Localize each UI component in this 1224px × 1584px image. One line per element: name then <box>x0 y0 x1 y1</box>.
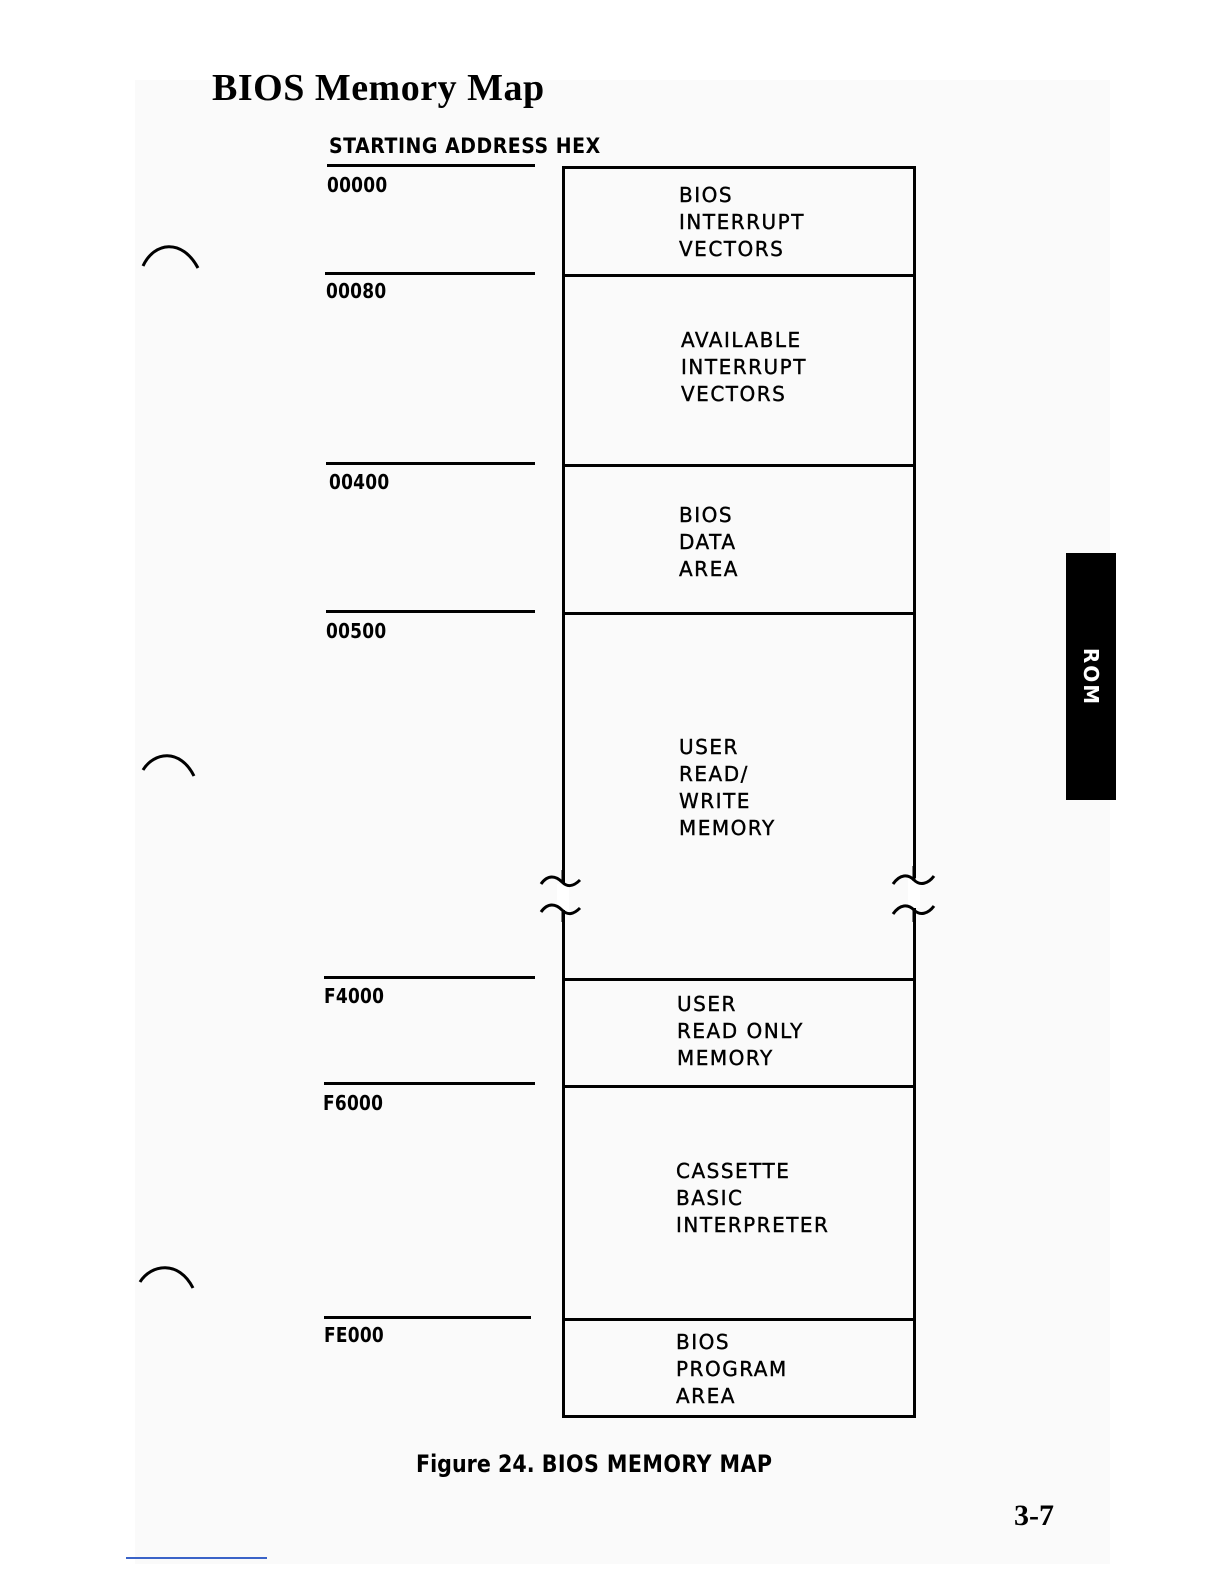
region-user-read-only-memory: USER READ ONLY MEMORY <box>565 978 913 1088</box>
region-label-line: BASIC <box>676 1185 829 1212</box>
region-label-line: MEMORY <box>677 1045 804 1072</box>
section-tab-rom: ROM <box>1066 553 1116 800</box>
region-label: AVAILABLE INTERRUPT VECTORS <box>681 327 807 408</box>
region-label-line: READ ONLY <box>677 1018 804 1045</box>
region-label-line: CASSETTE <box>676 1158 829 1185</box>
region-label-line: INTERRUPT <box>681 354 807 381</box>
page-title: BIOS Memory Map <box>212 66 545 110</box>
region-label-line: AVAILABLE <box>681 327 807 354</box>
region-label-line: DATA <box>679 529 739 556</box>
address-label-fe000: FE000 <box>324 1323 384 1347</box>
region-label-line: USER <box>677 991 804 1018</box>
region-label-line: PROGRAM <box>676 1356 788 1383</box>
region-cassette-basic-interpreter: CASSETTE BASIC INTERPRETER <box>565 1085 913 1321</box>
region-label: BIOS INTERRUPT VECTORS <box>679 182 805 263</box>
region-label: USER READ/ WRITE MEMORY <box>679 734 776 842</box>
region-bios-data-area: BIOS DATA AREA <box>565 464 913 615</box>
region-label: USER READ ONLY MEMORY <box>677 991 804 1072</box>
region-label-line: USER <box>679 734 776 761</box>
footer-line <box>126 1557 267 1559</box>
break-mark-right-icon <box>890 866 938 922</box>
region-label-line: VECTORS <box>681 381 807 408</box>
address-label-f4000: F4000 <box>324 984 384 1008</box>
region-user-read-write-memory: USER READ/ WRITE MEMORY <box>565 612 913 981</box>
region-label-line: AREA <box>679 556 739 583</box>
break-mark-left-icon <box>538 870 586 922</box>
address-rule-00500 <box>326 610 535 613</box>
section-tab-label: ROM <box>1079 647 1103 705</box>
region-label-line: BIOS <box>679 182 805 209</box>
address-label-00500: 00500 <box>326 619 386 643</box>
region-label: CASSETTE BASIC INTERPRETER <box>676 1158 829 1239</box>
region-label-line: WRITE <box>679 788 776 815</box>
address-rule-f6000 <box>324 1082 535 1085</box>
region-label-line: AREA <box>676 1383 788 1410</box>
region-label-line: BIOS <box>679 502 739 529</box>
region-label-line: MEMORY <box>679 815 776 842</box>
figure-caption-number: Figure 24. <box>416 1450 535 1478</box>
figure-caption: Figure 24. BIOS MEMORY MAP <box>416 1450 772 1478</box>
region-bios-program-area: BIOS PROGRAM AREA <box>565 1318 913 1418</box>
address-label-00400: 00400 <box>329 470 389 494</box>
address-rule-00400 <box>326 462 535 465</box>
region-available-interrupt-vectors: AVAILABLE INTERRUPT VECTORS <box>565 274 913 467</box>
region-label: BIOS DATA AREA <box>679 502 739 583</box>
region-label-line: BIOS <box>676 1329 788 1356</box>
address-rule-fe000 <box>324 1316 531 1319</box>
page-number: 3-7 <box>1014 1499 1054 1533</box>
address-label-00080: 00080 <box>326 279 386 303</box>
region-label-line: INTERRUPT <box>679 209 805 236</box>
region-label-line: INTERPRETER <box>676 1212 829 1239</box>
address-label-f6000: F6000 <box>323 1091 383 1115</box>
region-label: BIOS PROGRAM AREA <box>676 1329 788 1410</box>
address-rule-00080 <box>325 272 535 275</box>
address-rule-f4000 <box>324 976 535 979</box>
column-header: STARTING ADDRESS HEX <box>329 134 601 158</box>
address-label-00000: 00000 <box>327 173 387 197</box>
region-label-line: READ/ <box>679 761 776 788</box>
figure-caption-title: BIOS MEMORY MAP <box>542 1450 773 1478</box>
binder-hole-middle-icon <box>140 750 198 780</box>
column-header-rule <box>327 164 535 167</box>
region-bios-interrupt-vectors: BIOS INTERRUPT VECTORS <box>565 169 913 274</box>
binder-hole-top-icon <box>140 240 202 272</box>
binder-hole-bottom-icon <box>137 1262 197 1292</box>
memory-map-box: BIOS INTERRUPT VECTORS AVAILABLE INTERRU… <box>562 166 916 1418</box>
region-label-line: VECTORS <box>679 236 805 263</box>
